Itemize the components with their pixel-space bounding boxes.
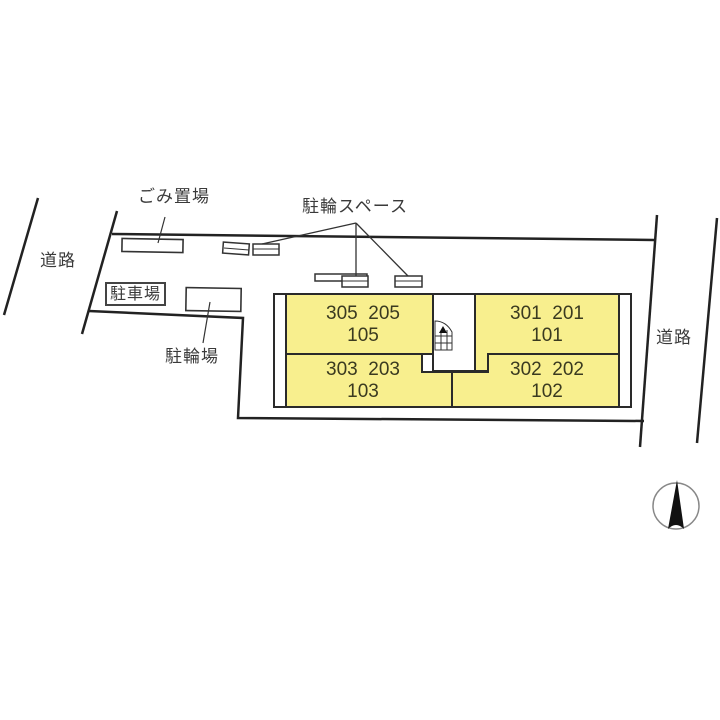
unit-blocks [285,293,620,408]
garbage-leader [157,216,166,244]
unit-label-303: 303 203 103 [296,359,430,403]
stairwell [432,293,476,372]
unit-ground-floor: 103 [347,381,379,402]
site-boundary [111,232,655,242]
unit-upper-floors: 301 201 [510,303,584,324]
unit-block-302 [451,353,620,408]
bicycle-space-leaders [261,222,409,277]
road-left-edge-inner [80,210,119,335]
road-right-edge-outer [695,217,719,444]
road-right-edge-inner [638,214,659,448]
garbage-label: ごみ置場 [138,187,210,207]
bicycle-space-racks [221,241,423,288]
road-left-label: 道路 [40,251,76,271]
unit-upper-floors: 302 202 [510,359,584,380]
bicycle-parking-label: 駐輪場 [165,347,219,367]
north-arrow-icon [652,480,700,530]
bicycle-parking-area [184,286,243,313]
unit-label-301: 301 201 101 [480,303,614,347]
parking-label: 駐車場 [105,282,167,306]
unit-ground-floor: 105 [347,325,379,346]
stairs-icon [434,320,453,351]
unit-ground-floor: 102 [531,381,563,402]
site-boundary-lower [88,309,645,423]
unit-upper-floors: 305 205 [326,303,400,324]
bicycle-space-label: 駐輪スペース [302,197,408,217]
unit-label-302: 302 202 102 [480,359,614,403]
garbage-area [121,237,184,254]
unit-ground-floor: 101 [531,325,563,346]
unit-upper-floors: 303 203 [326,359,400,380]
road-right-label: 道路 [656,328,692,348]
bicycle-parking-leader [202,301,211,344]
unit-label-305: 305 205 105 [296,303,430,347]
road-left-edge-outer [2,197,40,316]
